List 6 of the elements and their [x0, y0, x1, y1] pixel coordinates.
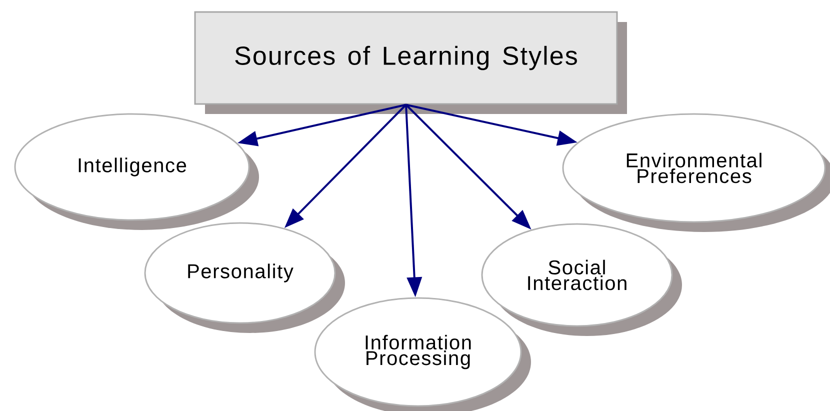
ellipse-node: Social Interaction — [481, 223, 682, 336]
ellipse-node: Environmental Preferences — [562, 113, 830, 232]
ellipse-node: Information Processing — [314, 297, 531, 411]
ellipse-node: Intelligence — [14, 113, 259, 230]
ellipse-node: Personality — [144, 222, 345, 333]
title-box: Sources of Learning Styles — [194, 11, 627, 114]
